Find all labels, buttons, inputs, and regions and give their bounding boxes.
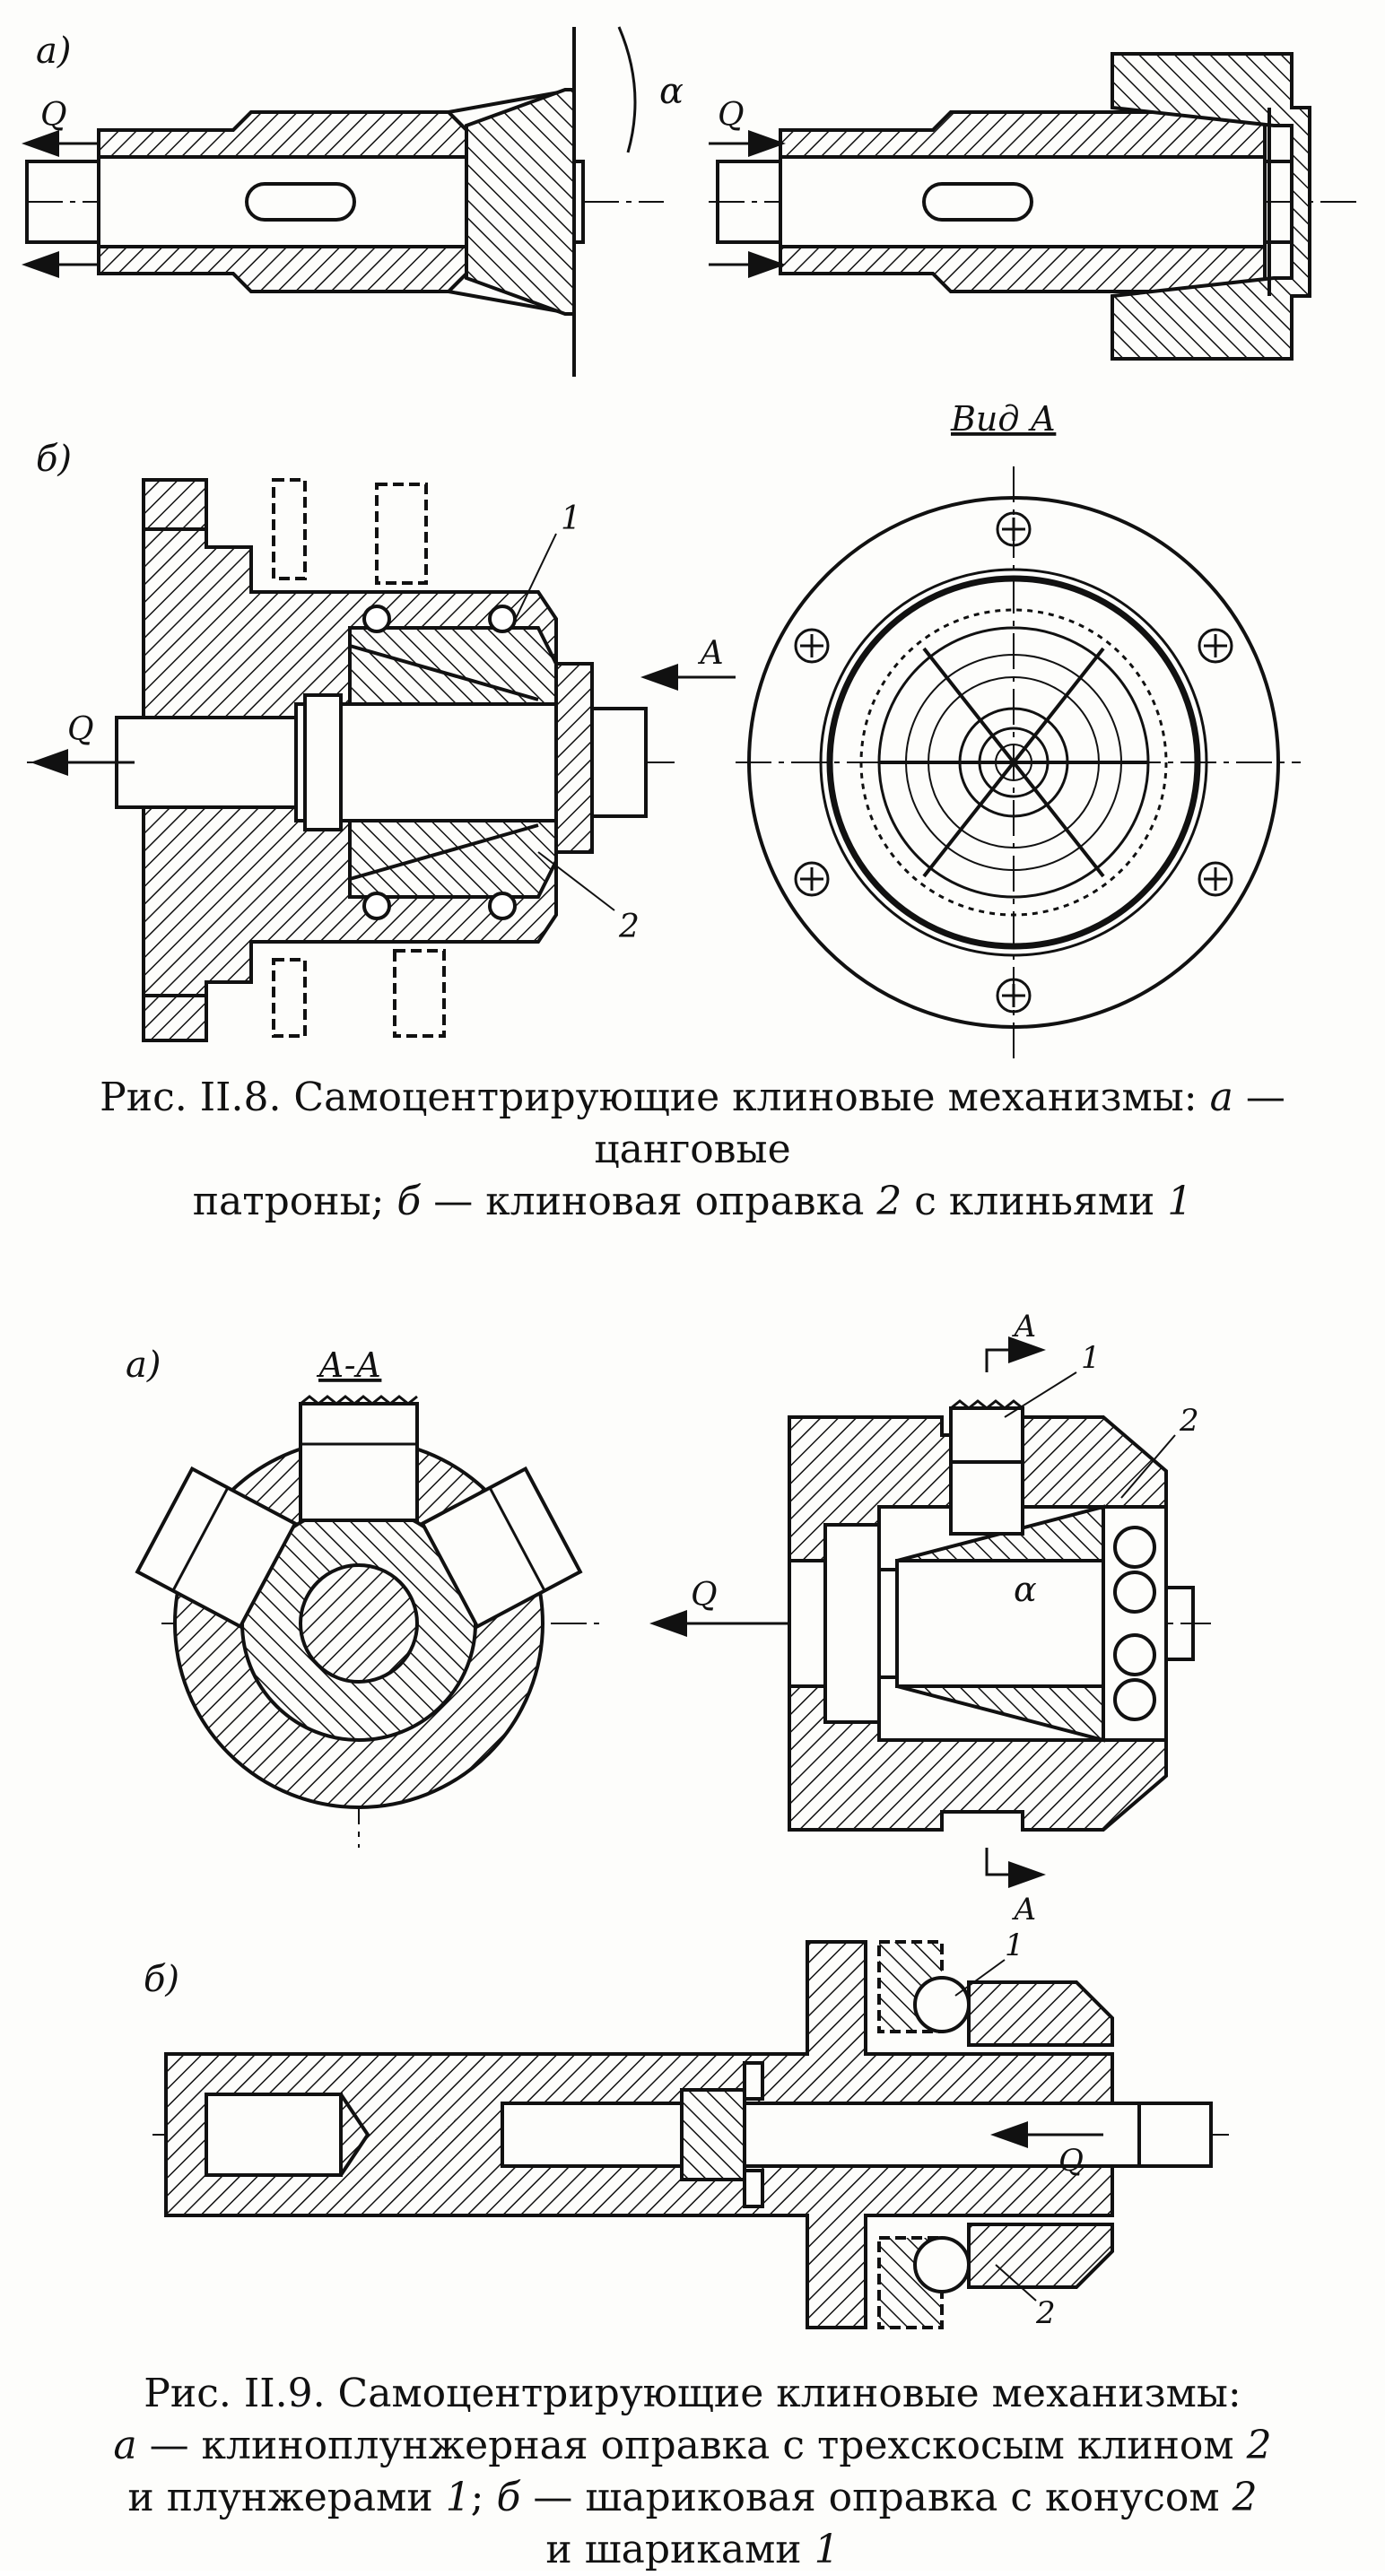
fig8-caption-num: 2 [876, 1179, 902, 1224]
fig8-label-a: а) [36, 30, 71, 72]
fig8-b-mandrel [27, 478, 682, 1042]
fig8-view-a [736, 466, 1301, 1058]
fig9-a-arrow-a-bottom: А [1012, 1892, 1037, 1928]
fig8-view-a-label: Вид А [950, 399, 1056, 439]
fig9-caption-line-4: и шариками 1 [0, 2524, 1385, 2576]
fig8-b-callout-1: 1 [561, 500, 581, 537]
fig9-caption-text: и плунжерами [127, 2475, 446, 2520]
fig9-a-mandrel [736, 1399, 1211, 1832]
fig8-label-b: б) [36, 439, 72, 480]
fig8-caption-text: — клиновая оправка [421, 1179, 877, 1224]
fig8-caption-line-1: Рис. II.8. Самоцентрирующие клиновые мех… [0, 1072, 1385, 1176]
fig8-b-q: Q [67, 711, 94, 748]
fig8-caption-text: патроны; [192, 1179, 397, 1224]
fig9-caption-num: 1 [814, 2527, 840, 2572]
fig9-caption-num: 2 [1246, 2423, 1272, 2468]
fig8-caption-a: а [1209, 1075, 1233, 1120]
fig8-caption-line-2: патроны; б — клиновая оправка 2 с клинья… [0, 1176, 1385, 1228]
fig8-b-callout-1-leader [510, 533, 557, 629]
fig9-a-section-mark-bottom [985, 1848, 1046, 1888]
fig8-a-right-collet [709, 52, 1363, 361]
fig9-a-callout-2: 2 [1179, 1403, 1199, 1439]
fig9-caption-b: б [496, 2475, 521, 2520]
fig9-a-alpha: α [1014, 1570, 1037, 1609]
fig9-a-callout-1: 1 [1081, 1340, 1101, 1376]
fig9-section-label: А-А [316, 1345, 381, 1385]
fig9-caption-text: и шариками [545, 2527, 814, 2572]
fig9-caption-text: — клиноплунжерная оправка с трехскосым к… [136, 2423, 1247, 2468]
fig8-a-right-arrows [709, 130, 786, 278]
fig9-b-callout-2-leader [995, 2264, 1037, 2302]
fig8-a-angle-arc [617, 26, 637, 153]
fig8-a-left-arrows [22, 130, 99, 278]
fig9-a-callout-2-leader [1120, 1434, 1176, 1499]
fig9-b-q: Q [1058, 2143, 1084, 2179]
fig9-caption-text: — шариковая оправка с конусом [520, 2475, 1233, 2520]
fig9-b-callout-1: 1 [1005, 1928, 1024, 1963]
fig8-caption-num: 1 [1167, 1179, 1193, 1224]
fig9-caption-line-2: а — клиноплунжерная оправка с трехскосым… [0, 2420, 1385, 2472]
fig8-caption: Рис. II.8. Самоцентрирующие клиновые мех… [0, 1072, 1385, 1228]
fig9-b-mandrel [152, 1940, 1229, 2329]
fig8-a-alpha: α [659, 71, 684, 112]
fig9-caption-num: 2 [1232, 2475, 1258, 2520]
fig8-b-callout-2-leader [537, 851, 615, 911]
fig9-label-a: а) [126, 1345, 161, 1386]
fig9-b-callout-1-leader [954, 1959, 1006, 1997]
fig9-b-callout-2: 2 [1035, 2295, 1056, 2331]
fig8-a-left-collet [25, 27, 664, 377]
fig9-a-callout-1-leader [1004, 1371, 1077, 1418]
fig8-caption-text: — цанговые [594, 1075, 1285, 1172]
fig9-a-section [135, 1395, 601, 1848]
fig8-a-q-left: Q [40, 97, 67, 134]
fig8-b-callout-2: 2 [618, 909, 640, 945]
fig9-caption-text: ; [470, 2475, 497, 2520]
fig9-caption-line-3: и плунжерами 1; б — шариковая оправка с … [0, 2472, 1385, 2524]
fig9-caption-num: 1 [445, 2475, 471, 2520]
fig9-caption-a: а [113, 2423, 137, 2468]
fig8-caption-text: с клиньями [902, 1179, 1168, 1224]
fig9-a-q: Q [691, 1577, 718, 1614]
fig9-caption-line-1: Рис. II.9. Самоцентрирующие клиновые мех… [0, 2368, 1385, 2420]
fig9-label-b: б) [144, 1959, 179, 2000]
fig8-caption-b: б [396, 1179, 422, 1224]
fig8-a-q-right: Q [718, 97, 745, 134]
fig8-caption-text: Рис. II.8. Самоцентрирующие клиновые мех… [100, 1075, 1210, 1120]
fig9-caption: Рис. II.9. Самоцентрирующие клиновые мех… [0, 2368, 1385, 2576]
fig9-caption-text: Рис. II.9. Самоцентрирующие клиновые мех… [144, 2371, 1241, 2416]
fig8-b-arrow-a-label: А [697, 635, 724, 672]
fig9-a-section-mark-top [985, 1336, 1046, 1372]
fig9-a-arrow-a-top: А [1012, 1309, 1037, 1345]
